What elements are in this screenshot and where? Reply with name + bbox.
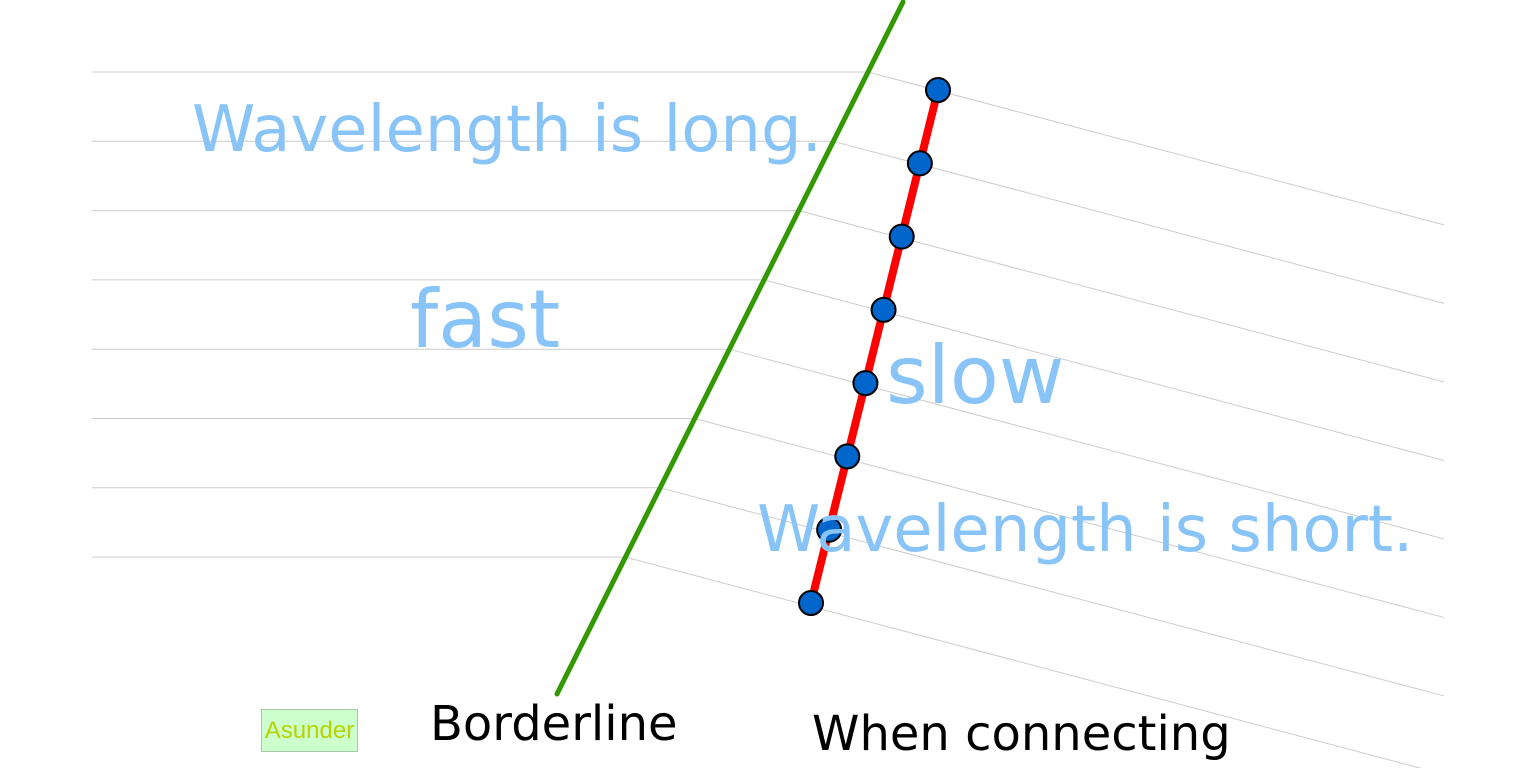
wavefront-point[interactable] <box>888 223 915 250</box>
wavefront-point[interactable] <box>798 590 824 616</box>
wavefront-point[interactable] <box>816 516 843 543</box>
wavelength-long-label: Wavelength is long. <box>192 93 822 167</box>
slow-wavefront-line <box>833 140 1445 304</box>
slow-label: slow <box>886 329 1065 422</box>
slow-wavefront-line <box>659 487 1445 697</box>
wavefront-point[interactable] <box>852 370 879 397</box>
wavelength-short-label: Wavelength is short. <box>757 493 1414 567</box>
slow-wavefront-line <box>729 348 1445 540</box>
wavefront-point[interactable] <box>870 296 897 323</box>
boundary-line <box>554 0 906 697</box>
borderline-label: Borderline <box>430 696 678 752</box>
slow-wavefront-line <box>625 556 1422 768</box>
wavefront-points <box>798 77 951 616</box>
fast-label: fast <box>410 273 561 366</box>
slow-wavefront-line <box>694 418 1445 618</box>
fast-region-wavefronts <box>92 71 868 558</box>
wavefront-point[interactable] <box>925 77 951 103</box>
slow-wavefront-line <box>867 71 1445 226</box>
when-connecting-label: When connecting <box>812 706 1231 762</box>
wavefront-point[interactable] <box>906 150 933 177</box>
wavefront-point[interactable] <box>834 443 861 470</box>
asunder-button[interactable]: Asunder <box>261 709 358 752</box>
